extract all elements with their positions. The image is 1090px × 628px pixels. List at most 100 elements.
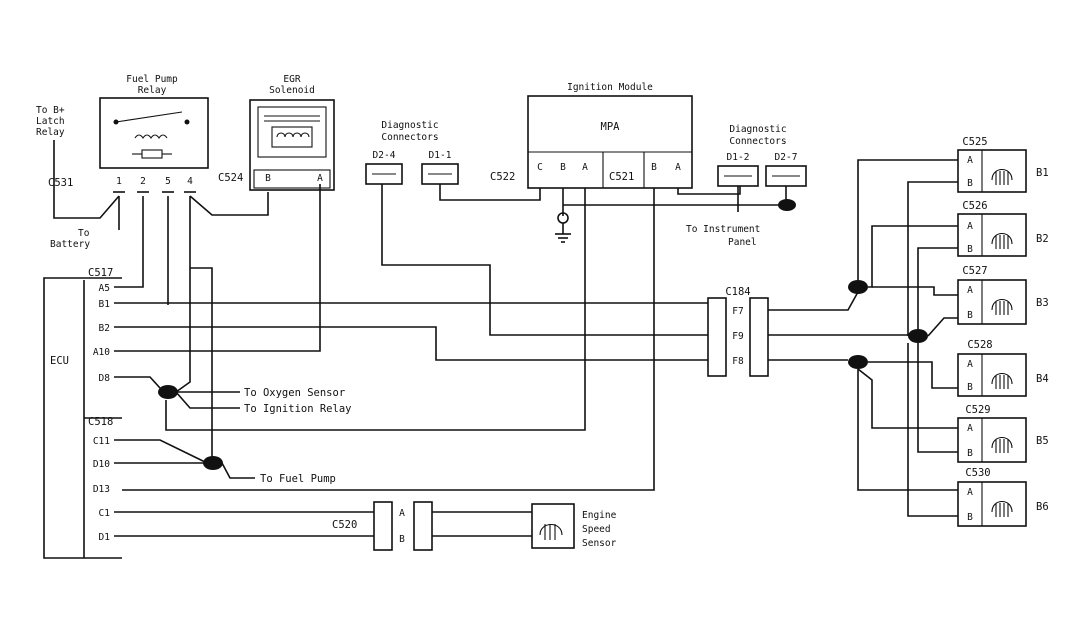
splice-h [203, 456, 223, 470]
injector-b6-connector: C530 [965, 467, 990, 479]
c531-pin-2: 2 [140, 176, 146, 187]
to-battery-1: To [78, 228, 90, 239]
egr-pin-a: A [317, 173, 323, 184]
diagnostic-connectors-left: Diagnostic Connectors D2-4 D1-1 [365, 120, 459, 185]
injector-b2-pin-a: A [967, 221, 973, 232]
injector-b3-pin-a: A [967, 285, 973, 296]
injector-b4-connector: C528 [967, 339, 992, 351]
to-latch-3: Relay [36, 127, 65, 138]
relay-title-1: Fuel Pump [126, 74, 178, 85]
c521-pin-b: B [651, 162, 657, 173]
c522-pin-c: C [537, 162, 543, 173]
c184-pin-f9: F9 [732, 331, 744, 342]
diag-right-title-2: Connectors [729, 136, 786, 147]
c518-pin-d10: D10 [93, 459, 110, 470]
diagnostic-connectors-right: Diagnostic Connectors D1-2 D2-7 To Instr… [686, 124, 807, 248]
c520-label: C520 [332, 519, 357, 531]
egr-solenoid: EGR Solenoid C524 B A [218, 74, 335, 191]
engine-speed-label-1: Engine [582, 510, 617, 521]
injector-b6-name: B6 [1036, 501, 1049, 513]
diag-left-title-1: Diagnostic [381, 120, 438, 131]
c517-pin-b2: B2 [99, 323, 110, 334]
c184-connector: C184 F7 F9 F8 [707, 286, 769, 377]
c518-label: C518 [88, 416, 113, 428]
engine-speed-sensor: C520 A B Engine Speed Sensor [332, 501, 617, 551]
injector-b6-pin-a: A [967, 487, 973, 498]
splice-d [848, 355, 868, 369]
c520-pin-a: A [399, 508, 405, 519]
injector-b3-connector: C527 [962, 265, 987, 277]
injectors: C525 A B B1 C526 A B B2 C527 A B B3 [957, 136, 1049, 527]
engine-speed-label-2: Speed [582, 524, 611, 535]
note-oxygen: To Oxygen Sensor [244, 387, 345, 399]
injector-wires [768, 159, 960, 517]
injector-b4: C528 A B B4 [957, 339, 1049, 397]
relay-body [99, 97, 209, 169]
c184-label: C184 [725, 286, 750, 298]
c531-pin-1: 1 [116, 176, 122, 187]
notes: To Oxygen Sensor To Ignition Relay To Fu… [244, 387, 351, 485]
c524-label: C524 [218, 172, 243, 184]
injector-b4-pin-a: A [967, 359, 973, 370]
diag-left-conn1-label: D2-4 [373, 150, 396, 161]
fuel-pump-relay: Fuel Pump Relay C531 1 2 5 4 To B+ Latch… [36, 74, 209, 250]
engine-speed-label-3: Sensor [582, 538, 617, 549]
c184-pin-f8: F8 [732, 356, 744, 367]
injector-b4-pin-b: B [967, 382, 973, 393]
injector-b1-name: B1 [1036, 167, 1049, 179]
c531-pin-5: 5 [165, 176, 171, 187]
to-latch-1: To B+ [36, 105, 65, 116]
injector-b4-name: B4 [1036, 373, 1049, 385]
c521-label: C521 [609, 171, 634, 183]
injector-b2-connector: C526 [962, 200, 987, 212]
ecu-wires [114, 184, 710, 537]
c517-label: C517 [88, 267, 113, 279]
diag-right-conn2-label: D2-7 [775, 152, 798, 163]
egr-pin-b: B [265, 173, 271, 184]
c184-pin-f7: F7 [732, 306, 743, 317]
splice-l [848, 280, 868, 294]
injector-b2-name: B2 [1036, 233, 1049, 245]
diag-right-conn1-label: D1-2 [727, 152, 750, 163]
ecu: ECU C517 A5 B1 B2 A10 D8 C518 C11 D10 D1… [43, 267, 122, 559]
note-fuel-pump: To Fuel Pump [260, 473, 336, 485]
to-latch-2: Latch [36, 116, 65, 127]
c517-pin-a10: A10 [93, 347, 110, 358]
relay-title-2: Relay [138, 85, 167, 96]
ignition-title: Ignition Module [567, 82, 653, 93]
c522-label: C522 [490, 171, 515, 183]
c518-pin-d13: D13 [93, 484, 110, 495]
ignition-body [527, 95, 693, 189]
c518-pin-d1: D1 [99, 532, 111, 543]
ignition-wires [122, 184, 785, 491]
to-battery-2: Battery [50, 239, 90, 250]
injector-b2: C526 A B B2 [957, 200, 1049, 257]
injector-b6: C530 A B B6 [957, 467, 1049, 527]
c518-pin-c1: C1 [99, 508, 111, 519]
egr-title-1: EGR [283, 74, 300, 85]
injector-b5: C529 A B B5 [957, 404, 1049, 463]
injector-b2-pin-b: B [967, 244, 973, 255]
injector-b3-pin-b: B [967, 310, 973, 321]
c517-pin-a5: A5 [99, 283, 110, 294]
c520-pin-b: B [399, 534, 405, 545]
injector-b5-pin-b: B [967, 448, 973, 459]
c518-pin-c11: C11 [93, 436, 110, 447]
diag-right-title-1: Diagnostic [729, 124, 786, 135]
splice-t [908, 329, 928, 343]
diag-left-conn2-label: D1-1 [429, 150, 452, 161]
relay-wires [53, 140, 269, 462]
injector-b1-pin-b: B [967, 178, 973, 189]
injector-b1-pin-a: A [967, 155, 973, 166]
egr-title-2: Solenoid [269, 85, 315, 96]
splice-c [158, 385, 178, 399]
injector-b6-pin-b: B [967, 512, 973, 523]
c521-pin-a: A [675, 162, 681, 173]
mpa-label: MPA [601, 121, 621, 133]
c517-pin-b1: B1 [99, 299, 111, 310]
injector-b1: C525 A B B1 [957, 136, 1049, 193]
note-ign-relay: To Ignition Relay [244, 403, 351, 415]
injector-b5-connector: C529 [965, 404, 990, 416]
diag-left-title-2: Connectors [381, 132, 438, 143]
